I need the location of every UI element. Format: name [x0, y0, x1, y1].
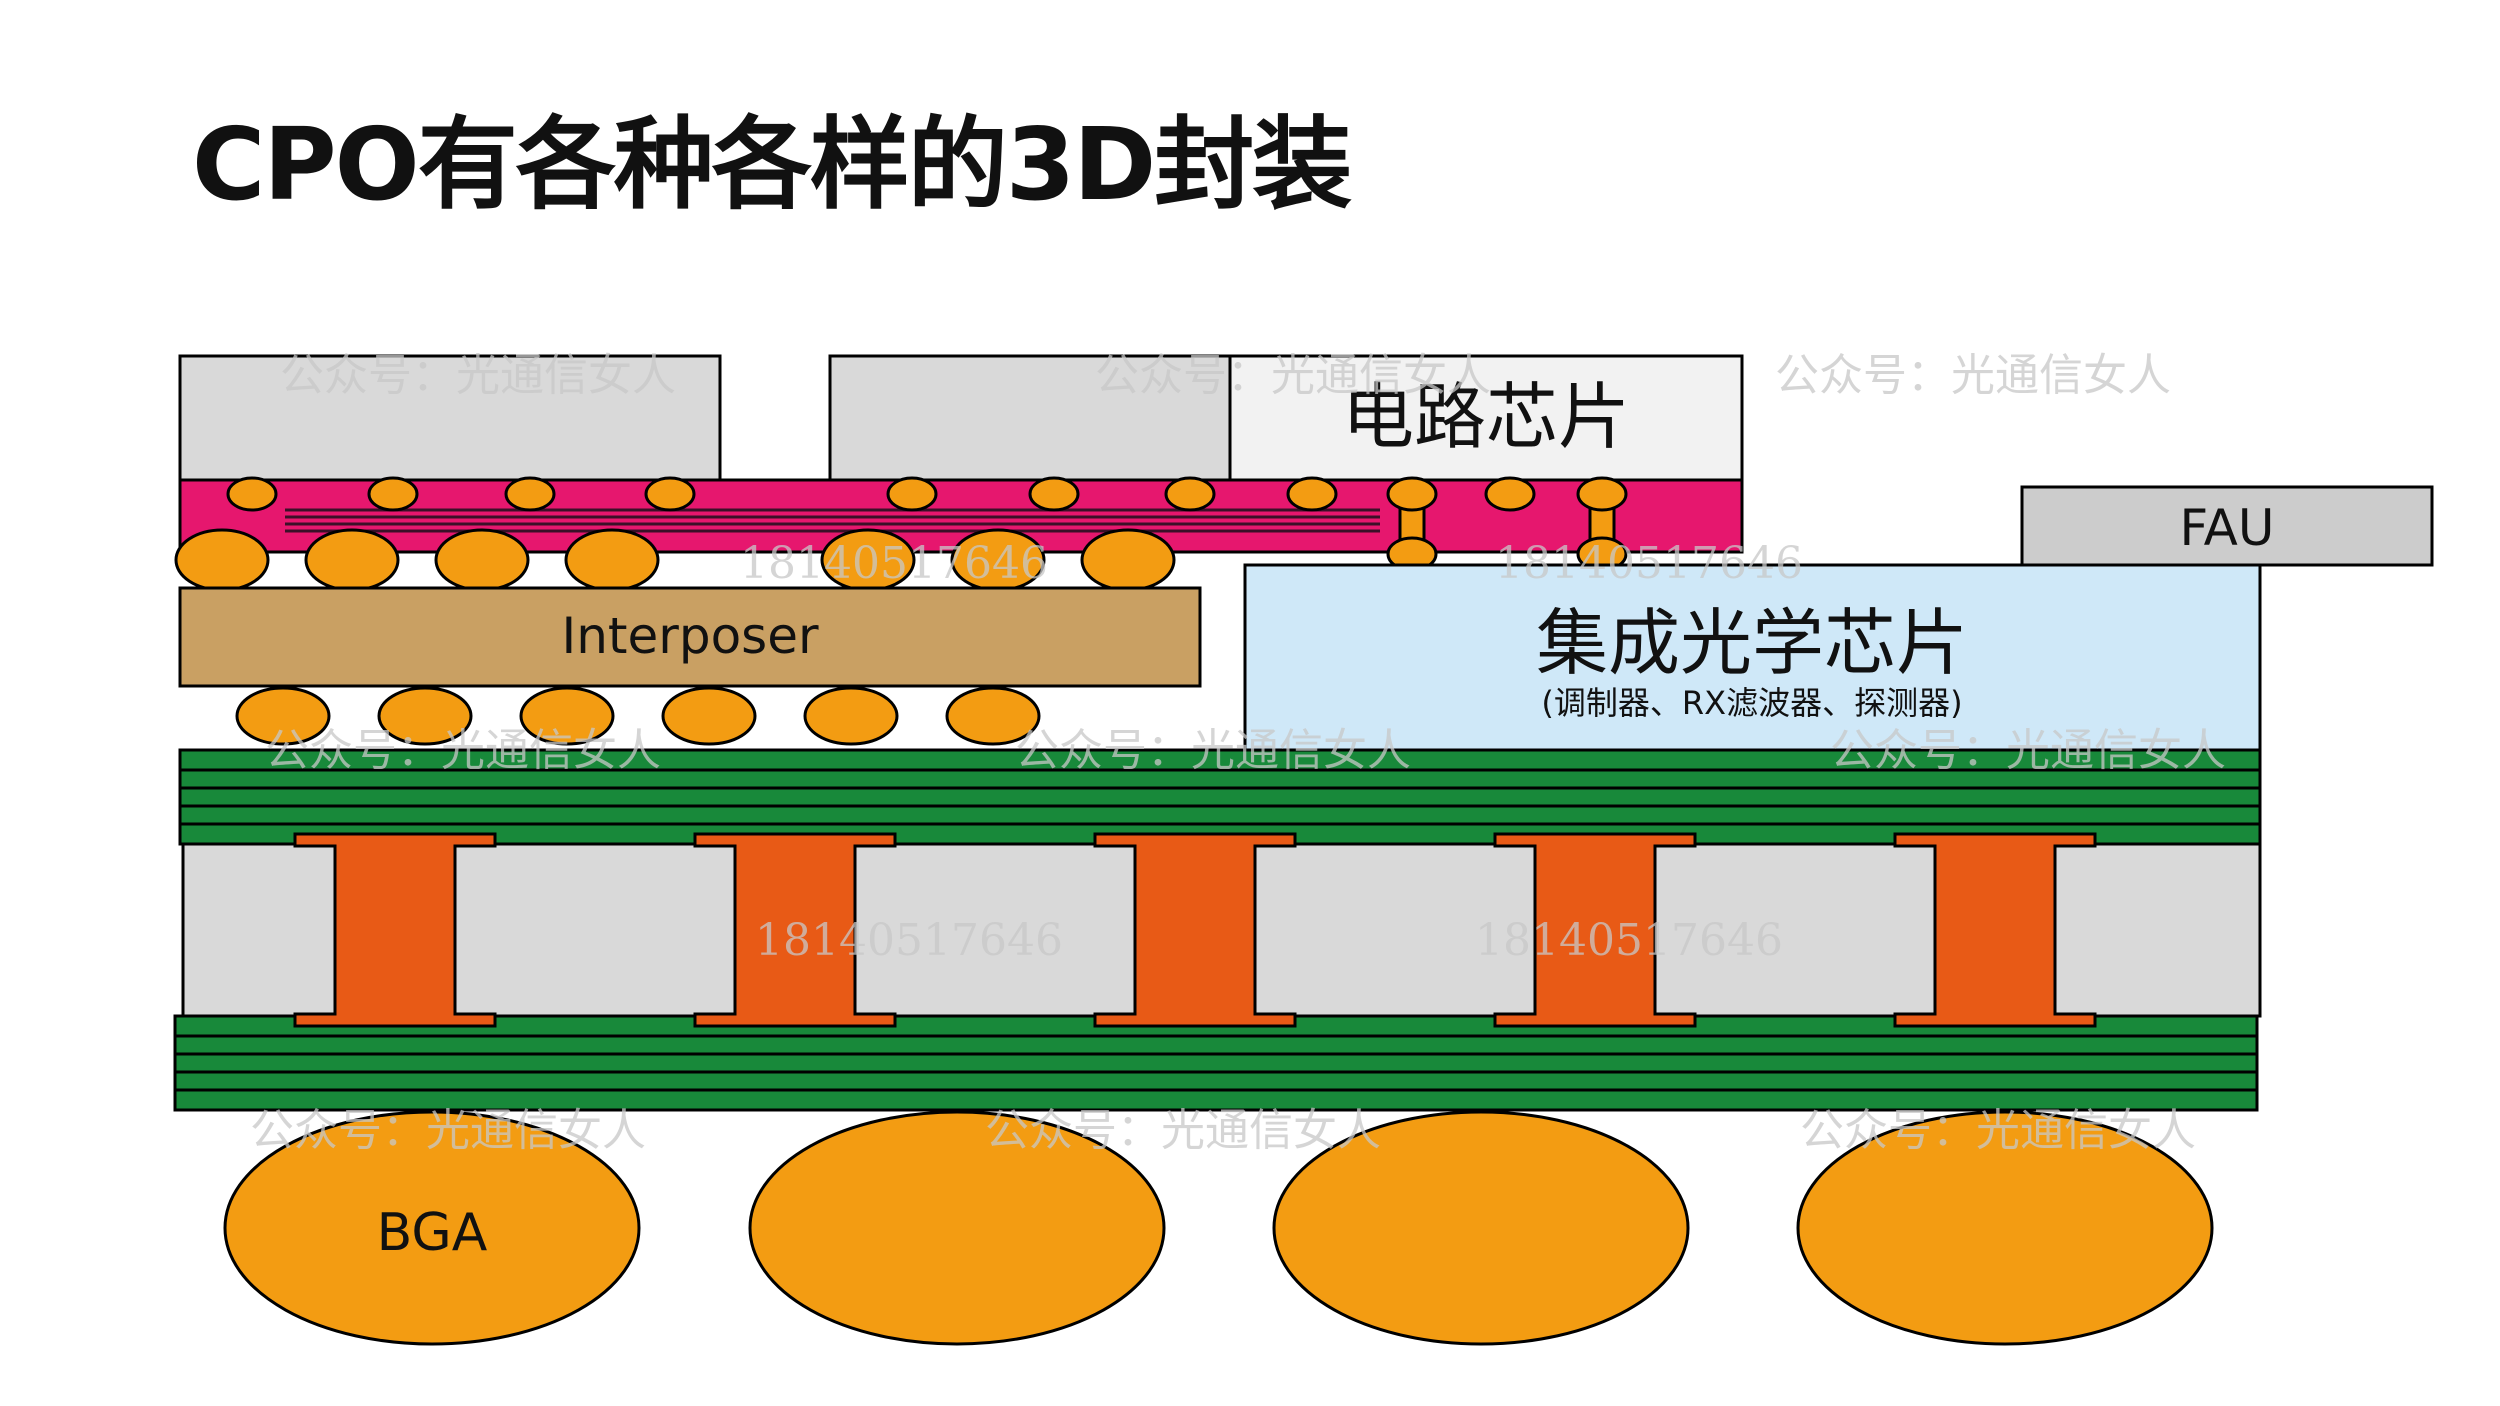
- interposer-block: Interposer: [178, 586, 1202, 688]
- substrate-bottom-laminate: [173, 1014, 2259, 1112]
- micro-bump: [1028, 476, 1080, 512]
- watermark-account: 公众号：光通信女人: [250, 1105, 646, 1156]
- through-vias: [293, 832, 2097, 1028]
- watermark-phone: 18140517646: [1475, 915, 1783, 966]
- micro-bump: [1286, 476, 1338, 512]
- c4-bump: [434, 528, 530, 592]
- watermark-phone: 18140517646: [740, 538, 1048, 589]
- photonic-chip: [1243, 563, 2262, 755]
- watermark-phone: 18140517646: [755, 915, 1063, 966]
- micro-bump: [1164, 476, 1216, 512]
- micro-bumps-top: [226, 476, 1536, 512]
- watermark-account: 公众号：光通信女人: [1830, 725, 2226, 776]
- electrical-chip: [1228, 354, 1744, 482]
- bga-ball: [748, 1110, 1166, 1346]
- package-substrate: [173, 748, 2262, 1112]
- interposer: [178, 586, 1202, 688]
- copper-pillars: [1386, 476, 1628, 572]
- c4-bumps-upper: [174, 528, 1176, 592]
- photonic-chip-detail: (调制器、RX滤波器、探测器): [1541, 684, 1962, 722]
- fau-block: FAU: [2020, 485, 2434, 567]
- through-via: [1493, 832, 1697, 1028]
- through-via: [1093, 832, 1297, 1028]
- c4-bump: [945, 686, 1041, 746]
- electrical-ic-layer: 电路芯片: [178, 354, 1744, 572]
- c4-bump: [803, 686, 899, 746]
- c4-bump: [564, 528, 660, 592]
- c4-bump: [304, 528, 400, 592]
- watermark-account: 公众号：光通信女人: [1800, 1105, 2196, 1156]
- c4-bump: [235, 686, 331, 746]
- c4-bumps-lower: [235, 686, 1041, 746]
- bga-label: BGA: [377, 1203, 488, 1263]
- watermark-account: 公众号：光通信女人: [1775, 350, 2171, 401]
- micro-bump: [886, 476, 938, 512]
- page-title: CPO有各种各样的3D封装: [192, 106, 1352, 223]
- photonic-ic-block: 集成光学芯片 (调制器、RX滤波器、探测器): [1243, 563, 2262, 755]
- bottom-laminate-lines: [175, 1034, 2257, 1092]
- through-via: [693, 832, 897, 1028]
- electrical-chip-label: 电路芯片: [1342, 375, 1630, 459]
- micro-bump: [226, 476, 278, 512]
- micro-bump: [644, 476, 696, 512]
- watermark-account: 公众号：光通信女人: [280, 350, 676, 401]
- watermark-account: 公众号：光通信女人: [1095, 350, 1491, 401]
- chip-block-left: [178, 354, 722, 482]
- micro-bump: [367, 476, 419, 512]
- bga-ball: [1272, 1110, 1690, 1346]
- c4-bump: [377, 686, 473, 746]
- pillar-cap-top: [1576, 476, 1628, 512]
- fau-label: FAU: [2180, 499, 2275, 557]
- through-via: [293, 832, 497, 1028]
- watermarks: 公众号：光通信女人 公众号：光通信女人 公众号：光通信女人 1814051764…: [250, 350, 2226, 1156]
- watermark-account: 公众号：光通信女人: [1015, 725, 1411, 776]
- fau: [2020, 485, 2434, 567]
- c4-bump: [174, 528, 270, 592]
- interposer-label: Interposer: [561, 607, 818, 665]
- top-laminate-lines: [180, 768, 2260, 826]
- substrate-top-laminate: [178, 748, 2262, 846]
- bga-balls: [223, 1110, 2214, 1346]
- chip-block-middle: [828, 354, 1232, 482]
- pillar-cap-top: [1386, 476, 1438, 512]
- bga-ball: [223, 1110, 641, 1346]
- through-via: [1893, 832, 2097, 1028]
- watermark-phone: 18140517646: [1495, 538, 1803, 589]
- watermark-account: 公众号：光通信女人: [265, 725, 661, 776]
- bga-ball: [1796, 1110, 2214, 1346]
- c4-bump: [1080, 528, 1176, 592]
- micro-bump: [504, 476, 556, 512]
- photonic-chip-label: 集成光学芯片: [1536, 601, 1968, 685]
- c4-bump: [661, 686, 757, 746]
- micro-bump: [1484, 476, 1536, 512]
- c4-bump: [519, 686, 615, 746]
- watermark-account: 公众号：光通信女人: [985, 1105, 1381, 1156]
